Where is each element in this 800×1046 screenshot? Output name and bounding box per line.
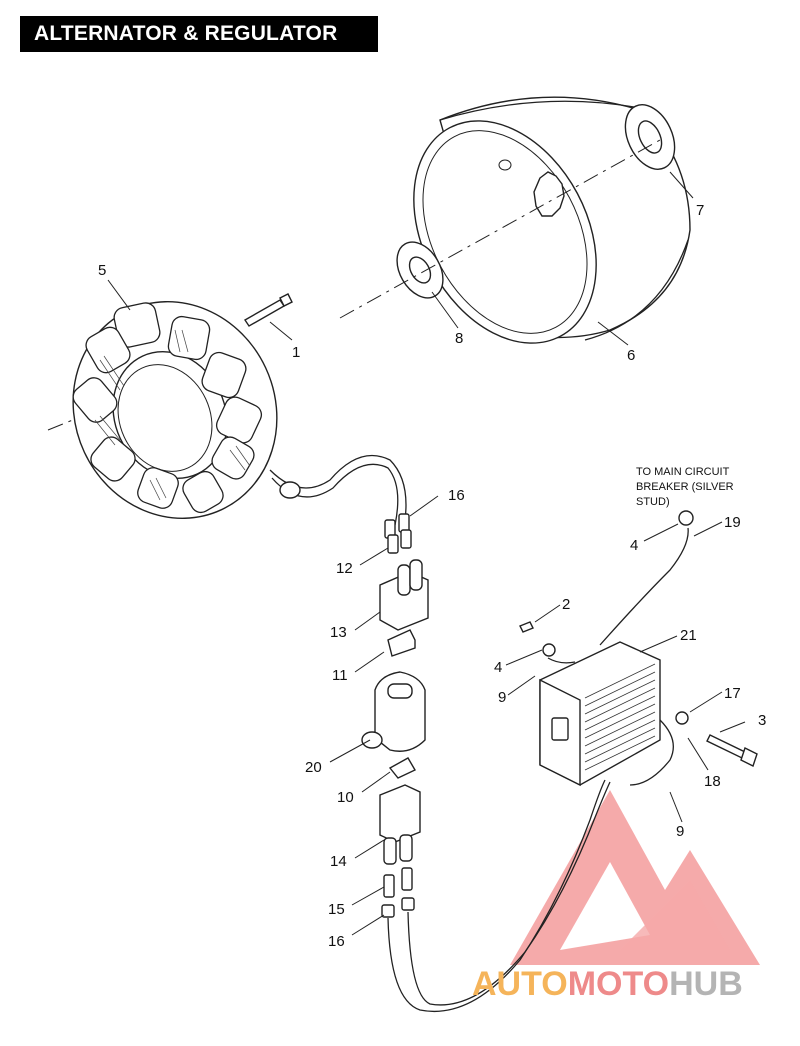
callout-14: 14 (330, 853, 347, 870)
callout-2: 2 (562, 596, 570, 613)
callout-8: 8 (455, 330, 463, 347)
callout-16-lower: 16 (328, 933, 345, 950)
voltage-regulator (539, 641, 661, 787)
stator-screw (244, 293, 293, 327)
callout-16-upper: 16 (448, 487, 465, 504)
terminals-15 (381, 867, 415, 918)
callout-20: 20 (305, 759, 322, 776)
leader-lines (107, 171, 746, 936)
lock-11 (387, 629, 416, 657)
note-line-3: STUD) (636, 496, 670, 508)
watermark-logo (510, 790, 760, 965)
callout-6: 6 (627, 347, 635, 364)
connector-housing-14 (379, 784, 421, 865)
callout-12: 12 (336, 560, 353, 577)
stator-wires (269, 454, 410, 539)
callout-9-lower: 9 (676, 823, 684, 840)
callout-19: 19 (724, 514, 741, 531)
callout-21: 21 (680, 627, 697, 644)
note-line-1: TO MAIN CIRCUIT (636, 466, 730, 478)
callout-18: 18 (704, 773, 721, 790)
callout-11: 11 (332, 667, 348, 684)
callout-13: 13 (330, 624, 347, 641)
ground-wire (519, 510, 694, 786)
watermark-moto: MOTO (568, 965, 669, 1003)
stator (72, 301, 278, 519)
diagram-title: ALTERNATOR & REGULATOR (20, 16, 378, 52)
connector-housing-13 (379, 559, 429, 631)
cover-20 (361, 671, 426, 752)
callout-5: 5 (98, 262, 106, 279)
callout-4-upper: 4 (630, 537, 638, 554)
callout-7: 7 (696, 202, 704, 219)
callout-10: 10 (337, 789, 354, 806)
lock-10 (388, 757, 416, 779)
watermark-auto: AUTO (472, 965, 568, 1003)
spacer-7 (624, 104, 676, 170)
callout-17: 17 (724, 685, 741, 702)
callout-9-upper: 9 (498, 689, 506, 706)
callout-15: 15 (328, 901, 345, 918)
rotor (413, 96, 691, 344)
watermark-hub: HUB (669, 965, 743, 1003)
callout-4-lower: 4 (494, 659, 502, 676)
connector-pin-12 (387, 529, 412, 554)
regulator-wires (387, 779, 611, 1013)
callout-3: 3 (758, 712, 766, 729)
note-line-2: BREAKER (SILVER (636, 481, 734, 493)
regulator-bolt (706, 734, 758, 767)
callout-1: 1 (292, 344, 300, 361)
watermark-text: AUTOMOTOHUB (472, 965, 743, 1003)
